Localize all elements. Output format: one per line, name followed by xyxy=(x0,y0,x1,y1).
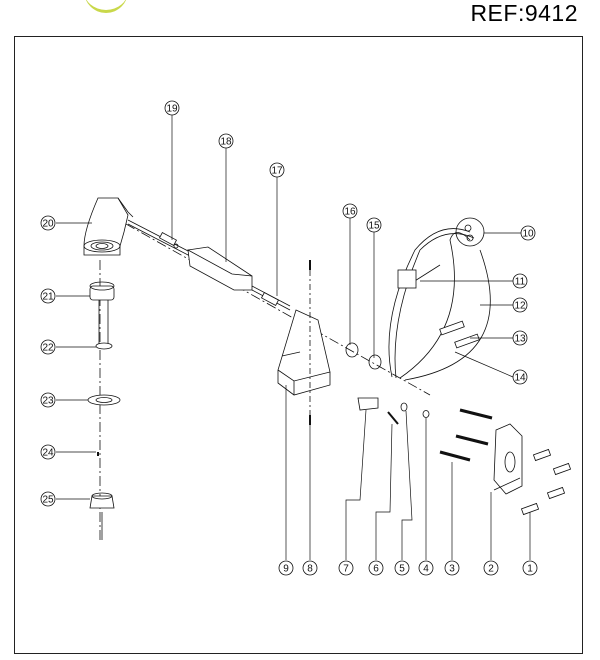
callout-label-12: 12 xyxy=(514,301,526,312)
callout-11 xyxy=(512,273,528,289)
callouts xyxy=(40,100,538,576)
callout-2 xyxy=(483,560,499,576)
part-15-nut xyxy=(368,354,382,370)
part-2-wall-bracket xyxy=(493,423,523,495)
part-6-screw xyxy=(387,411,399,425)
callout-label-7: 7 xyxy=(343,564,349,575)
assembly-axis xyxy=(109,214,431,396)
callout-label-25: 25 xyxy=(42,495,54,506)
callout-label-2: 2 xyxy=(488,564,494,575)
diagram-drawing xyxy=(56,115,572,560)
callout-24 xyxy=(40,444,56,460)
callout-7 xyxy=(338,560,354,576)
part-16-washer xyxy=(345,342,359,358)
callout-label-3: 3 xyxy=(449,564,455,575)
part-23-reflector xyxy=(87,394,121,406)
callout-label-11: 11 xyxy=(515,277,526,288)
part-17-sleeve xyxy=(260,292,280,306)
part-13-wire-clips xyxy=(439,320,480,349)
callout-label-1: 1 xyxy=(527,564,533,575)
callout-23 xyxy=(40,392,56,408)
callout-label-6: 6 xyxy=(373,564,379,575)
part-25-lens xyxy=(89,492,115,509)
callout-6 xyxy=(368,560,384,576)
callout-label-8: 8 xyxy=(307,564,313,575)
part-9-wall-base xyxy=(277,309,331,396)
part-11-terminal-block xyxy=(397,269,417,289)
callout-5 xyxy=(394,560,410,576)
part-22-collar xyxy=(95,342,113,350)
brand-logo xyxy=(84,0,128,13)
part-3-screws xyxy=(439,408,493,462)
callout-1 xyxy=(522,560,538,576)
part-7-clip xyxy=(357,397,379,411)
callout-4 xyxy=(418,560,434,576)
callout-label-23: 23 xyxy=(42,396,54,407)
drawing-frame xyxy=(14,36,583,654)
callout-22 xyxy=(40,339,56,355)
part-21-ring xyxy=(89,281,115,301)
part-5-washer xyxy=(400,402,408,412)
callout-20 xyxy=(40,215,56,231)
callout-25 xyxy=(40,491,56,507)
callout-labels: 19 18 17 16 15 10 11 12 13 14 20 21 22 2… xyxy=(42,104,534,575)
callout-13 xyxy=(512,330,528,346)
callout-12 xyxy=(512,297,528,313)
part-20-lamp-head xyxy=(83,197,134,256)
callout-label-13: 13 xyxy=(514,334,526,345)
callout-label-24: 24 xyxy=(42,448,54,459)
callout-16 xyxy=(342,203,358,219)
callout-19 xyxy=(164,100,180,116)
part-4-nut xyxy=(422,410,430,418)
wiring xyxy=(388,228,491,381)
part-19-connector xyxy=(158,232,179,249)
callout-label-18: 18 xyxy=(220,137,232,148)
callout-label-20: 20 xyxy=(42,219,54,230)
callout-label-10: 10 xyxy=(522,229,534,240)
callout-14 xyxy=(512,369,528,385)
callout-8 xyxy=(302,560,318,576)
arm-rod-upper xyxy=(127,219,191,253)
callout-label-15: 15 xyxy=(368,221,380,232)
part-10-connector-detail xyxy=(455,217,485,247)
callout-label-14: 14 xyxy=(514,373,526,384)
callout-17 xyxy=(269,162,285,178)
callout-label-5: 5 xyxy=(399,564,405,575)
part-18-driver-box xyxy=(187,246,253,291)
callout-3 xyxy=(444,560,460,576)
callout-10 xyxy=(520,225,536,241)
callout-label-17: 17 xyxy=(271,166,283,177)
callout-15 xyxy=(366,217,382,233)
callout-label-16: 16 xyxy=(344,207,356,218)
callout-label-21: 21 xyxy=(42,292,54,303)
callout-9 xyxy=(278,560,294,576)
callout-label-19: 19 xyxy=(166,104,178,115)
callout-label-22: 22 xyxy=(42,343,54,354)
part-1-wall-anchors xyxy=(520,448,572,516)
callout-label-9: 9 xyxy=(283,564,289,575)
leader-lines xyxy=(56,115,531,560)
callout-label-4: 4 xyxy=(423,564,429,575)
reference-code: REF:9412 xyxy=(470,0,578,26)
callout-18 xyxy=(218,133,234,149)
callout-21 xyxy=(40,288,56,304)
